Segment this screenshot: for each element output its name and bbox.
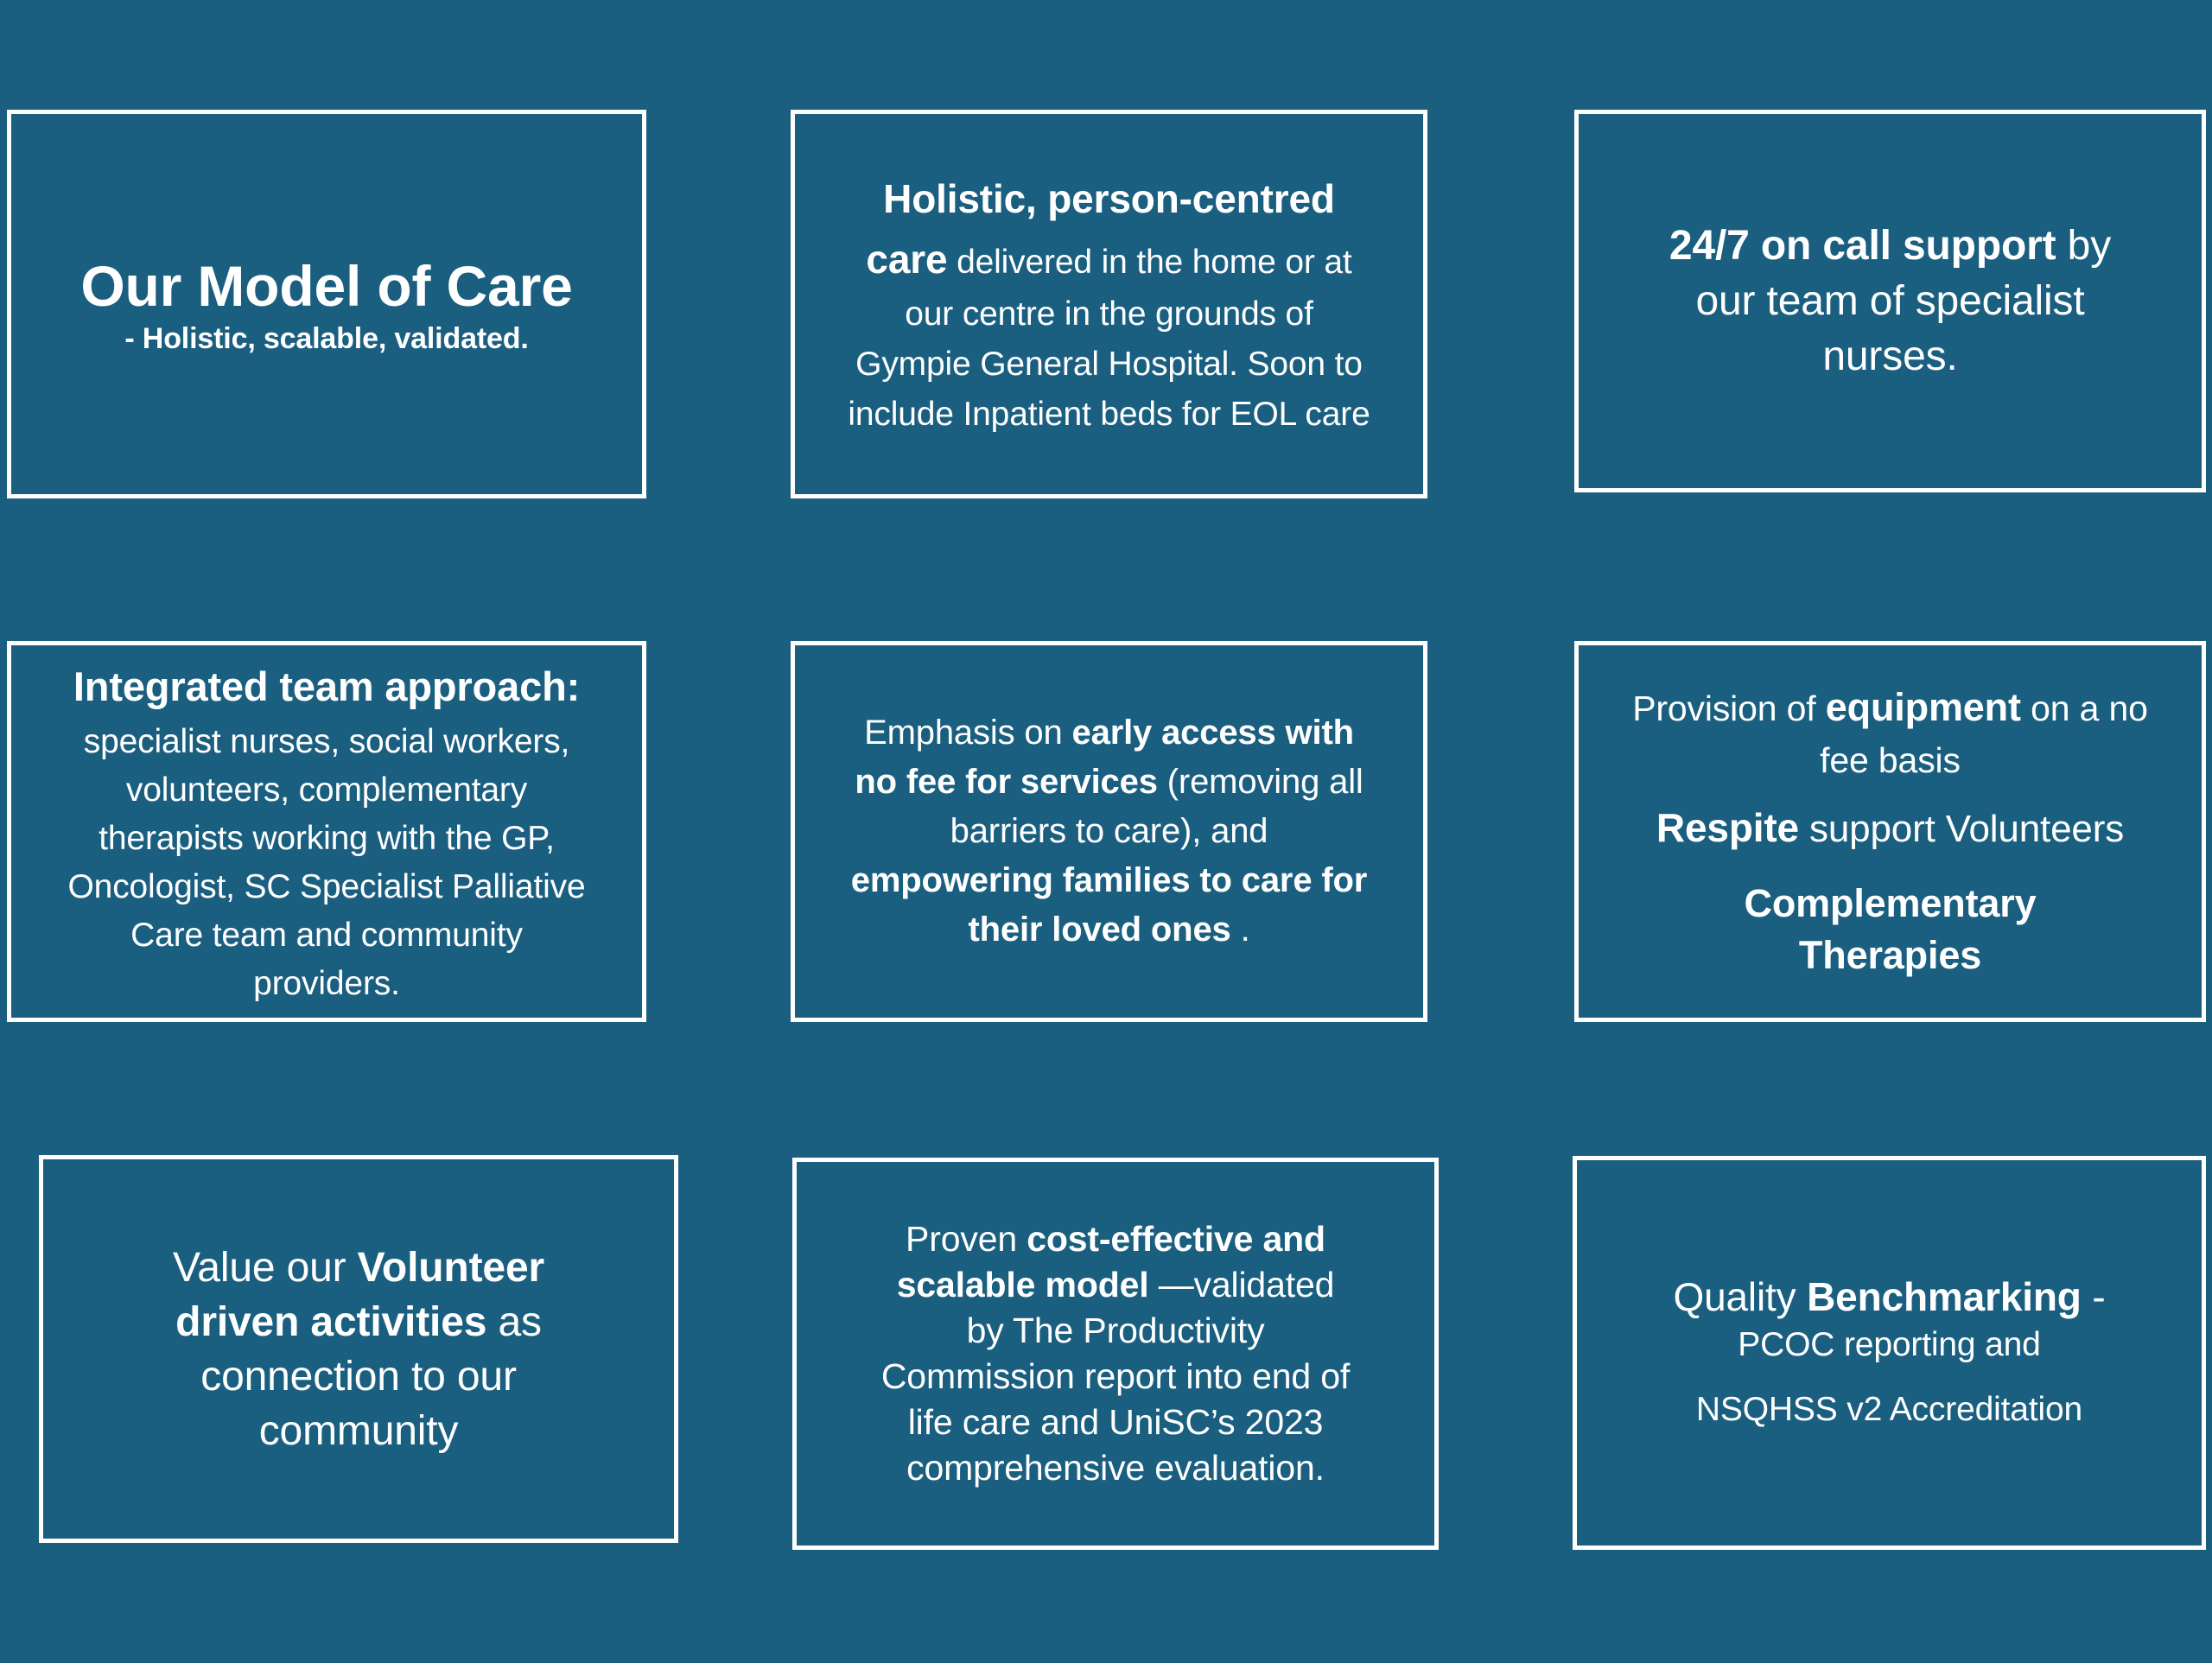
card-body: specialist nurses, social workers, volun… [67, 722, 586, 1002]
card-integrated-team-approach: Integrated team approach: specialist nur… [7, 641, 646, 1022]
card-text: Proven cost-effective and scalable model… [874, 1216, 1357, 1491]
card-text-run-bold: Volunteer driven activities [175, 1244, 545, 1345]
card-text-run-bold: early access with no fee for services [855, 714, 1354, 801]
page-subtitle: - Holistic, scalable, validated. [124, 321, 529, 355]
card-holistic-person-centred-care: Holistic, person-centred care delivered … [791, 110, 1427, 498]
card-text-run: Provision of [1632, 689, 1826, 728]
card-text: Integrated team approach: specialist nur… [61, 656, 593, 1008]
card-text-run: . [1230, 911, 1250, 949]
pcoc-line: PCOC reporting and [1738, 1326, 2041, 1363]
card-text-run: Proven [906, 1219, 1027, 1259]
card-text: 24/7 on call support by our team of spec… [1666, 219, 2115, 384]
card-text-run-bold: Respite [1656, 805, 1799, 850]
card-body: delivered in the home or at our centre i… [848, 244, 1370, 433]
card-text-run-bold: equipment [1825, 685, 2021, 729]
card-text: Holistic, person-centred care delivered … [846, 168, 1373, 440]
benchmarking-line: Quality Benchmarking - [1673, 1273, 2105, 1321]
card-our-model-of-care: Our Model of Care - Holistic, scalable, … [7, 110, 646, 498]
card-text-run: (removing all barriers to care), and [950, 763, 1363, 850]
card-text: Provision of equipment on a no fee basis… [1620, 682, 2160, 981]
card-text-run: Value our [172, 1244, 358, 1291]
card-24-7-on-call-support: 24/7 on call support by our team of spec… [1574, 110, 2206, 492]
card-text-run: - [2081, 1274, 2106, 1319]
card-text: Quality Benchmarking - PCOC reporting an… [1673, 1273, 2105, 1433]
card-text-run-bold: empowering families to care for their lo… [850, 861, 1368, 949]
card-text-run: on a no fee basis [1820, 689, 2148, 780]
card-lead: Integrated team approach: [73, 663, 581, 709]
card-text-run: Quality [1673, 1274, 1808, 1319]
respite-line: Respite support Volunteers [1620, 802, 2160, 855]
card-text-run: support Volunteers [1798, 808, 2125, 850]
card-lead: Holistic, person-centred care [866, 176, 1335, 282]
page-title: Our Model of Care [80, 254, 573, 318]
card-text-run-bold: Benchmarking [1807, 1274, 2082, 1319]
nsqhss-line: NSQHSS v2 Accreditation [1695, 1391, 2083, 1428]
equipment-line: Provision of equipment on a no fee basis [1620, 682, 2160, 786]
card-cost-effective-scalable-model: Proven cost-effective and scalable model… [792, 1158, 1439, 1550]
card-equipment-respite-therapies: Provision of equipment on a no fee basis… [1574, 641, 2206, 1022]
card-early-access-no-fee: Emphasis on early access with no fee for… [791, 641, 1427, 1022]
card-text-run: as connection to our community [200, 1298, 542, 1454]
card-text-run: —validated by The Productivity Commissio… [880, 1265, 1351, 1488]
card-text: Emphasis on early access with no fee for… [848, 708, 1370, 955]
complementary-therapies-line: Complementary Therapies [1744, 881, 2037, 977]
card-text: Our Model of Care - Holistic, scalable, … [76, 251, 577, 357]
card-lead: 24/7 on call support [1669, 222, 2056, 269]
card-volunteer-driven-activities: Value our Volunteer driven activities as… [39, 1155, 678, 1543]
card-quality-benchmarking: Quality Benchmarking - PCOC reporting an… [1573, 1156, 2206, 1550]
card-body: by our team of specialist nurses. [1695, 222, 2112, 379]
card-text-run-bold: cost-effective and scalable model [896, 1219, 1325, 1304]
card-text-run: Emphasis on [864, 714, 1072, 752]
card-text: Value our Volunteer driven activities as… [143, 1241, 575, 1458]
